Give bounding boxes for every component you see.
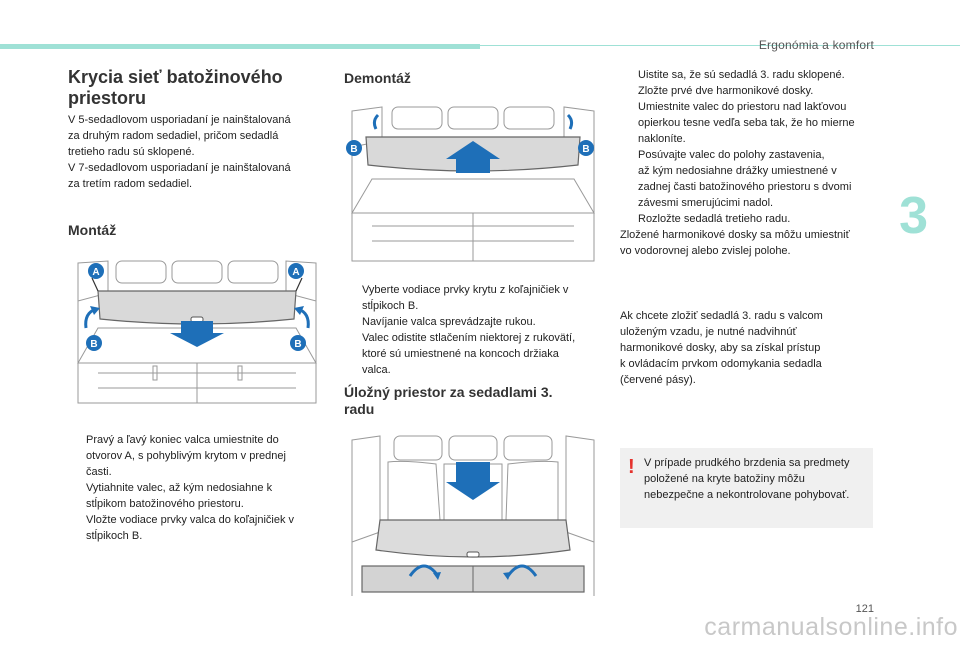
folded-note-line: vo vodorovnej alebo zvislej polohe. [620, 245, 791, 257]
removal-step: Navíjanie valca sprevádzajte rukou. [344, 314, 606, 330]
install-step: Rozložte sedadlá tretieho radu. [620, 211, 880, 227]
mount-steps: Pravý a ľavý koniec valca umiestnite do … [68, 432, 330, 544]
intro-line: V 5-sedadlovom usporiadaní je nainštalov… [68, 114, 291, 126]
fold-note: Ak chcete zložiť sedadlá 3. radu s valco… [620, 308, 880, 388]
page-title: Krycia sieť batožinového priestoru [68, 67, 283, 108]
step-line: až kým nedosiahne drážky umiestnené v [638, 165, 837, 177]
intro-line: za druhým radom sedadiel, pričom sedadlá [68, 130, 279, 142]
intro-line: V 7-sedadlovom usporiadaní je nainštalov… [68, 162, 291, 174]
warning-line: položené na kryte batožiny môžu [644, 473, 805, 485]
step-line: Pravý a ľavý koniec valca umiestnite do [86, 434, 279, 446]
step-line: opierkou tesne vedľa seba tak, že ho mie… [638, 117, 855, 129]
fold-note-line: harmonikové dosky, aby sa získal prístup [620, 342, 821, 354]
marker-a-left: A [88, 263, 104, 279]
watermark: carmanualsonline.info [704, 613, 958, 641]
install-step: Posúvajte valec do polohy zastavenia, až… [620, 147, 880, 211]
fold-note-line: k ovládacím prvkom odomykania sedadla [620, 358, 822, 370]
header-accent-bar [0, 44, 480, 49]
intro-line: za tretím radom sedadiel. [68, 178, 193, 190]
removal-illustration: B B [344, 101, 602, 271]
header-accent-line [480, 45, 960, 46]
warning-box: ! V prípade prudkého brzdenia sa predmet… [620, 448, 873, 528]
step-line: otvorov A, s pohyblivým krytom v prednej [86, 450, 286, 462]
marker-b-left: B [346, 140, 362, 156]
step-line: stĺpikoch B. [362, 300, 419, 312]
step-line: Posúvajte valec do polohy zastavenia, [638, 149, 825, 161]
marker-b-right: B [578, 140, 594, 156]
step-line: Vyberte vodiace prvky krytu z koľajničie… [362, 284, 569, 296]
section-title: Ergonómia a komfort [758, 38, 874, 52]
storage-heading: Úložný priestor za sedadlami 3. radu [344, 384, 553, 418]
step-line: stĺpikoch B. [86, 530, 143, 542]
install-step: Umiestnite valec do priestoru nad lakťov… [620, 99, 880, 147]
warning-line: nebezpečne a nekontrolovane pohybovať. [644, 489, 850, 501]
step-line: nakloníte. [638, 133, 686, 145]
install-steps: Uistite sa, že sú sedadlá 3. radu sklope… [620, 67, 880, 259]
svg-text:B: B [350, 144, 357, 155]
svg-text:B: B [90, 339, 97, 350]
svg-text:B: B [294, 339, 301, 350]
intro-text: V 5-sedadlovom usporiadaní je nainštalov… [68, 112, 328, 192]
fold-note-line: (červené pásy). [620, 374, 696, 386]
install-step: Uistite sa, že sú sedadlá 3. radu sklope… [620, 67, 880, 83]
marker-b-right: B [290, 335, 306, 351]
marker-a-right: A [288, 263, 304, 279]
step-line: závesmi smerujúcimi nadol. [638, 197, 774, 209]
intro-line: tretieho radu sú sklopené. [68, 146, 195, 158]
svg-text:A: A [292, 267, 299, 278]
install-step: Zložte prvé dve harmonikové dosky. [620, 83, 880, 99]
step-line: valca. [362, 364, 391, 376]
page-number: 121 [855, 603, 874, 615]
folded-note-line: Zložené harmonikové dosky sa môžu umiest… [620, 229, 850, 241]
step-line: stĺpikom batožinového priestoru. [86, 498, 244, 510]
step-line: Vytiahnite valec, až kým nedosiahne k [86, 482, 273, 494]
storage-illustration [344, 432, 602, 602]
marker-b-left: B [86, 335, 102, 351]
removal-step: Vyberte vodiace prvky krytu z koľajničie… [344, 282, 606, 314]
step-line: Rozložte sedadlá tretieho radu. [638, 213, 791, 225]
removal-step: Valec odistite stlačením niektorej z ruk… [344, 330, 606, 378]
svg-text:B: B [582, 144, 589, 155]
removal-steps: Vyberte vodiace prvky krytu z koľajničie… [344, 282, 606, 378]
step-line: Zložte prvé dve harmonikové dosky. [638, 85, 814, 97]
step-line: zadnej časti batožinového priestoru s dv… [638, 181, 852, 193]
mount-step: Vložte vodiace prvky valca do koľajničie… [68, 512, 330, 544]
step-line: Umiestnite valec do priestoru nad lakťov… [638, 101, 847, 113]
fold-note-line: Ak chcete zložiť sedadlá 3. radu s valco… [620, 310, 823, 322]
fold-note-line: uloženým vzadu, je nutné nadvihnúť [620, 326, 797, 338]
mount-illustration: A A B B [68, 253, 326, 418]
mount-step: Pravý a ľavý koniec valca umiestnite do … [68, 432, 330, 480]
step-line: Vložte vodiace prvky valca do koľajničie… [86, 514, 295, 526]
warning-icon: ! [628, 456, 635, 478]
storage-heading-line: radu [344, 401, 375, 417]
storage-heading-line: Úložný priestor za sedadlami 3. [344, 384, 553, 400]
step-line: ktoré sú umiestnené na koncoch držiaka [362, 348, 559, 360]
warning-line: V prípade prudkého brzdenia sa predmety [644, 457, 850, 469]
mount-heading: Montáž [68, 222, 117, 238]
mount-step: Vytiahnite valec, až kým nedosiahne k st… [68, 480, 330, 512]
step-line: Valec odistite stlačením niektorej z ruk… [362, 332, 576, 344]
chapter-number: 3 [899, 187, 928, 245]
warning-text: V prípade prudkého brzdenia sa predmety … [644, 455, 869, 503]
step-line: Uistite sa, že sú sedadlá 3. radu sklope… [638, 69, 845, 81]
step-line: časti. [86, 466, 112, 478]
step-line: Navíjanie valca sprevádzajte rukou. [362, 316, 536, 328]
svg-text:A: A [92, 267, 99, 278]
removal-heading: Demontáž [344, 70, 411, 86]
